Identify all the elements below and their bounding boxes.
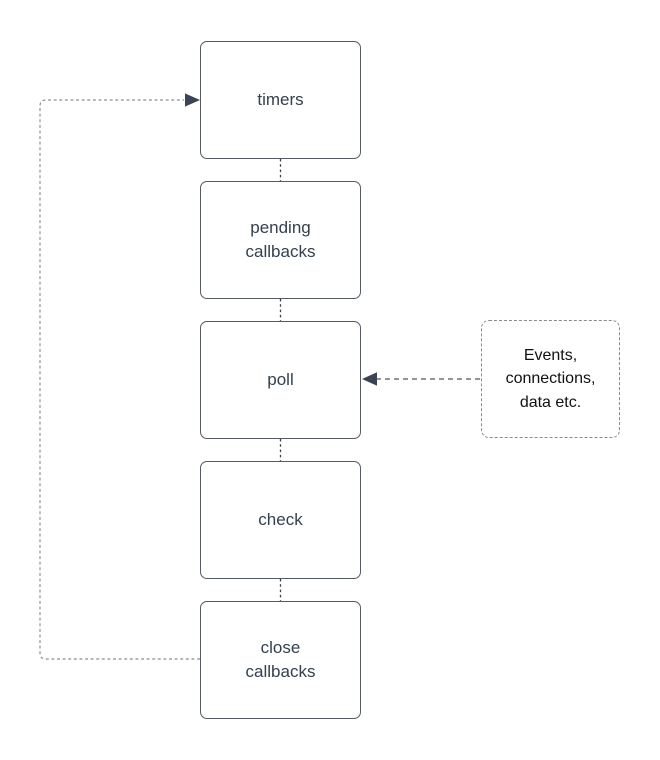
arrowhead-into-poll: [362, 372, 377, 386]
node-pending-callbacks: pending callbacks: [200, 181, 361, 299]
node-timers-label: timers: [257, 90, 304, 110]
node-close-callbacks: close callbacks: [200, 601, 361, 719]
arrowhead-into-timers: [185, 93, 200, 107]
edge-loop-line: [39, 99, 200, 660]
side-note-label: Events, connections, data etc.: [505, 347, 596, 411]
node-check-label: check: [258, 510, 303, 530]
side-note-events-connections-data: Events, connections, data etc.: [481, 320, 620, 438]
node-check: check: [200, 461, 361, 579]
edge-close-callbacks-to-timers: [39, 93, 200, 660]
node-timers: timers: [200, 41, 361, 159]
edge-events-to-poll: [362, 372, 480, 386]
node-close-callbacks-label: close callbacks: [245, 638, 316, 681]
node-pending-callbacks-label: pending callbacks: [245, 218, 316, 261]
node-poll: poll: [200, 321, 361, 439]
node-poll-label: poll: [267, 370, 294, 390]
